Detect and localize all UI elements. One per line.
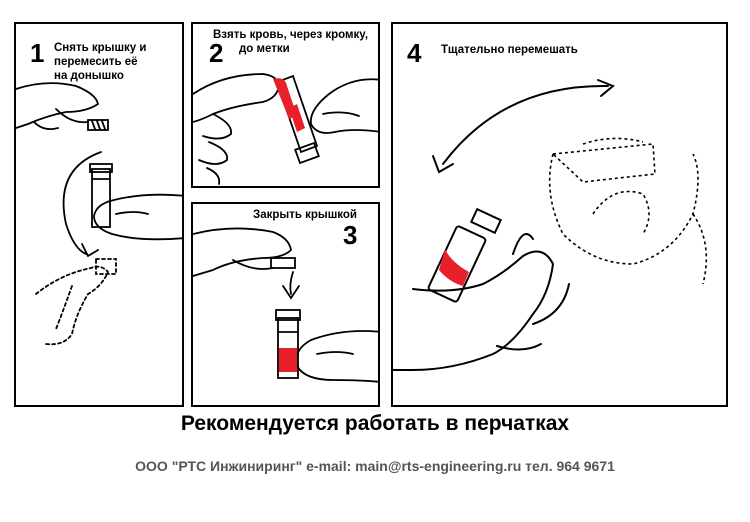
step-1-panel: 1 Снять крышку и перемесить её на донышк…: [14, 22, 184, 407]
step-3-panel: 3 Закрыть крышкой: [191, 202, 380, 407]
step-4-illustration: [393, 79, 708, 371]
step-1-caption: Снять крышку и перемесить её на донышко: [54, 42, 146, 83]
company-contact: ООО "РТС Инжиниринг" e-mail: main@rts-en…: [135, 458, 615, 474]
step-4-caption: Тщательно перемешать: [441, 44, 578, 58]
step-2-caption-line: до метки: [239, 42, 290, 55]
step-1-caption-line: на донышко: [54, 69, 124, 82]
blood-sample: [279, 348, 297, 372]
step-1-caption-line: перемесить её: [54, 55, 138, 68]
step-4-panel: 4 Тщательно перемешать: [391, 22, 728, 407]
step-2-number: 2: [209, 38, 224, 68]
step-2-caption-line: Взять кровь, через кромку,: [213, 29, 369, 41]
step-2-illustration: [193, 73, 378, 185]
step-4-caption-line: Тщательно перемешать: [441, 44, 578, 56]
step-3-number: 3: [343, 220, 358, 250]
step-4-number: 4: [407, 38, 422, 68]
step-3-caption-line: Закрыть крышкой: [253, 209, 357, 221]
step-2-caption: Взять кровь, через кромку, до метки: [213, 29, 368, 57]
step-1-illustration: [16, 82, 182, 346]
step-2-panel: 2 Взять кровь, через кромку, до метки: [191, 22, 380, 188]
step-1-caption-line: Снять крышку и: [54, 42, 147, 54]
step-3-illustration: [193, 227, 378, 383]
mixed-blood: [439, 249, 469, 286]
step-1-number: 1: [30, 38, 45, 68]
step-3-caption: Закрыть крышкой: [253, 209, 357, 223]
gloves-recommendation: Рекомендуется работать в перчатках: [180, 412, 570, 435]
